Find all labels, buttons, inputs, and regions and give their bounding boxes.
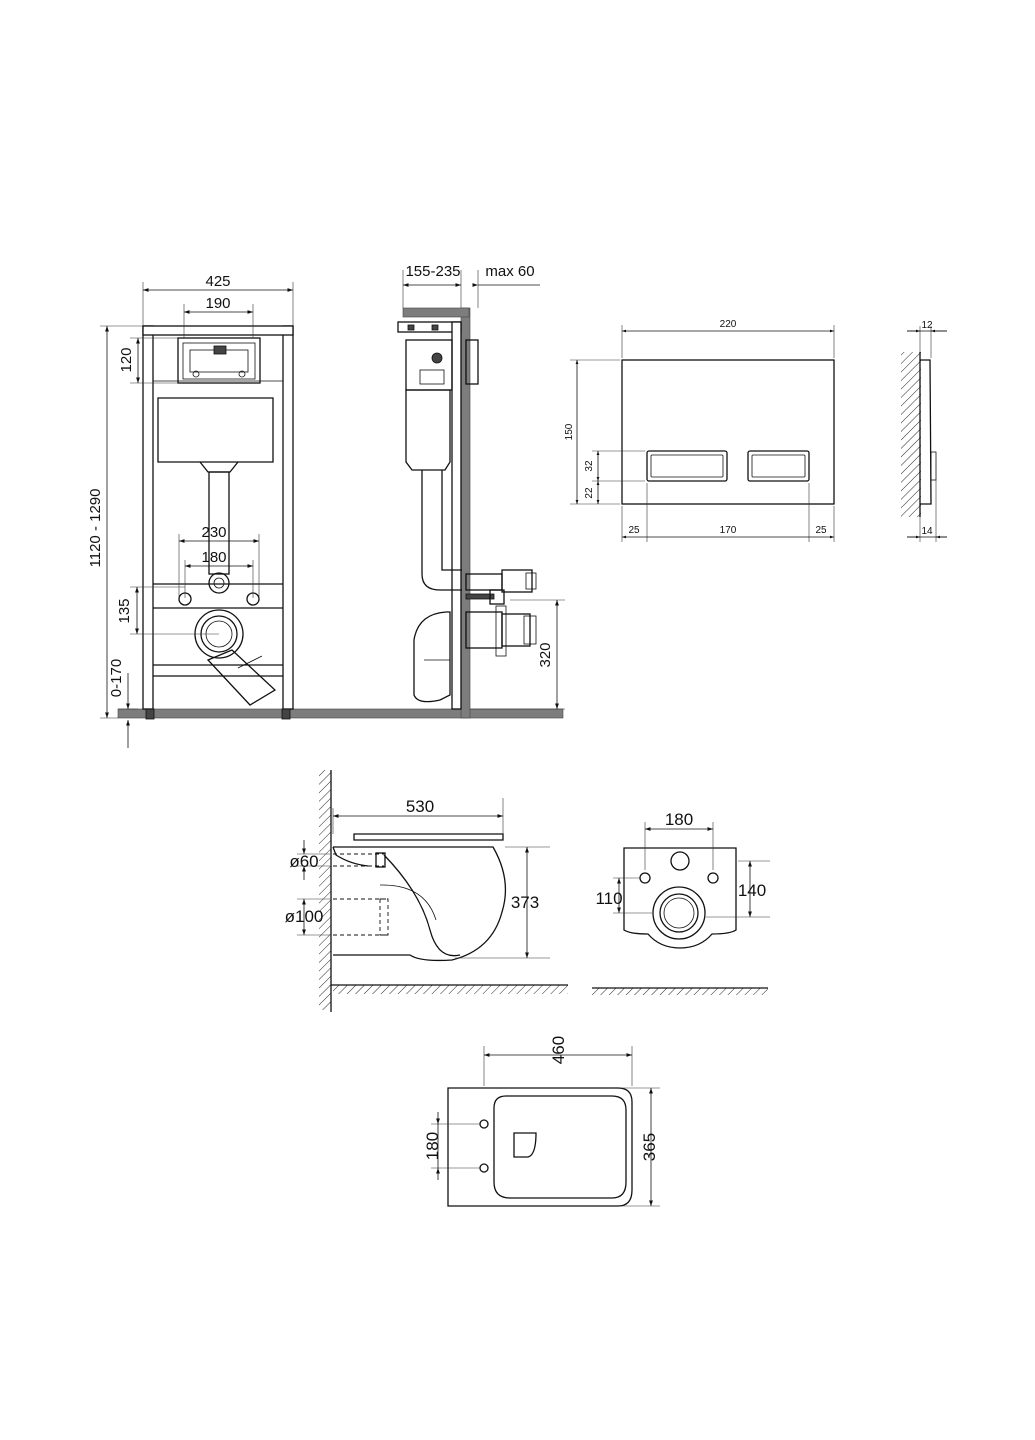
bowl-side-view: 530 ø60 ø100 373 — [285, 770, 568, 1012]
dim-back-110: 110 — [595, 889, 622, 908]
seat-outline — [447, 1087, 633, 1207]
dim-wall-max: max 60 — [485, 263, 534, 280]
dim-total-height: 1120 - 1290 — [87, 489, 104, 568]
dim-stud-spacing: 230 — [201, 524, 226, 541]
dim-thickness-14: 14 — [921, 526, 933, 537]
floor-strip — [117, 708, 564, 719]
dim-bowl-373: 373 — [511, 893, 539, 912]
dim-buttons-170: 170 — [720, 525, 737, 536]
dim-bowl-530: 530 — [406, 797, 434, 816]
dim-back-bolts-180: 180 — [665, 810, 693, 829]
cistern-tank — [157, 397, 274, 463]
flush-plate-mount — [177, 337, 261, 384]
dim-offset-22: 22 — [584, 487, 595, 499]
flush-plate-outline — [621, 359, 835, 505]
dim-side-right-25: 25 — [815, 525, 827, 536]
dim-seat-365: 365 — [640, 1133, 659, 1161]
dim-plate-150: 150 — [564, 423, 575, 440]
flush-button-left — [646, 450, 728, 482]
frame-post-right — [282, 325, 294, 710]
bowl-outline — [333, 846, 507, 962]
flush-plate-side: 12 14 — [901, 320, 947, 542]
dim-back-140: 140 — [738, 881, 766, 900]
frame-side-view: 320 155-235 max 60 — [397, 263, 565, 719]
bowl-back-view: 180 110 140 — [592, 810, 770, 995]
frame-top-rail — [142, 325, 294, 336]
dim-outlet-100: ø100 — [285, 907, 324, 926]
dim-seat-460: 460 — [549, 1036, 568, 1064]
flush-button-right — [747, 450, 810, 482]
bowl-back-outline — [623, 847, 737, 949]
dim-seat-bolts-180: 180 — [423, 1132, 442, 1160]
dim-frame-width: 425 — [205, 273, 230, 290]
dim-leg-adjust: 0-170 — [108, 659, 125, 697]
dim-side-left-25: 25 — [628, 525, 640, 536]
seat-top-view: 460 180 365 — [423, 1036, 660, 1207]
dim-side-outlet-height: 320 — [537, 642, 554, 667]
dim-inlet-60: ø60 — [289, 852, 318, 871]
dim-outlet-height: 135 — [116, 598, 133, 623]
dim-outlet-spacing: 180 — [201, 549, 226, 566]
flush-plate-front: 220 150 32 22 25 170 25 — [564, 319, 835, 542]
frame-front-view: 425 190 120 1120 - 1290 230 180 135 0-17… — [87, 273, 564, 748]
dim-plate-width: 190 — [205, 295, 230, 312]
bowl-seat-lid — [353, 833, 504, 841]
frame-post-left — [142, 325, 154, 710]
dim-plate-220: 220 — [720, 319, 737, 330]
dim-plate-height: 120 — [118, 347, 135, 372]
dim-button-32: 32 — [584, 460, 595, 472]
dim-frame-depth: 155-235 — [405, 263, 460, 280]
dim-thickness-12: 12 — [921, 320, 933, 331]
